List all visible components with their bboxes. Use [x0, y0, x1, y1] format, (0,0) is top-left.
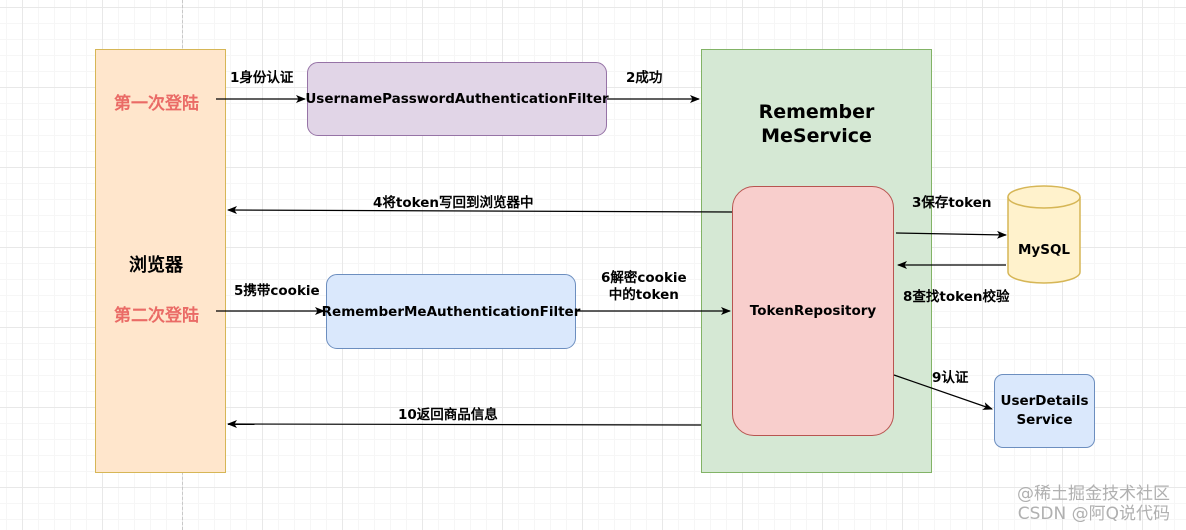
first-login-label: 第一次登陆: [114, 94, 199, 114]
remember-me-service-title: Remember MeService: [701, 100, 932, 148]
mysql-label: MySQL: [1018, 242, 1071, 258]
browser-label: 浏览器: [129, 255, 183, 276]
step-3-label: 3保存token: [912, 195, 992, 211]
arrow-4-write-token: [227, 206, 733, 215]
step-2-label: 2成功: [626, 70, 663, 86]
token-repository-label: TokenRepository: [749, 303, 877, 319]
step-6-line2: 中的token: [608, 287, 679, 303]
uds-line2: Service: [1016, 412, 1073, 428]
watermark: @稀土掘金技术社区 CSDN @阿Q说代码: [1017, 484, 1170, 524]
username-password-filter: UsernamePasswordAuthenticationFilter: [305, 62, 609, 136]
arrow-3-save-token: [895, 230, 1007, 239]
step-9-label: 9认证: [932, 370, 969, 386]
step-1-label: 1身份认证: [230, 70, 294, 86]
remember-me-filter-label: RememberMeAuthenticationFilter: [321, 303, 581, 320]
uds-line1: UserDetails: [1000, 393, 1089, 409]
step-4-label: 4将token写回到浏览器中: [373, 195, 534, 211]
service-title-line1: Remember: [758, 101, 875, 123]
user-details-service-box: UserDetails Service: [994, 374, 1095, 448]
step-6-label: 6解密cookie 中的token: [601, 270, 687, 304]
second-login-label: 第二次登陆: [114, 306, 199, 326]
step-5-label: 5携带cookie: [234, 283, 320, 299]
username-password-filter-label: UsernamePasswordAuthenticationFilter: [305, 91, 609, 107]
service-title-line2: MeService: [761, 125, 872, 147]
watermark-line2: CSDN @阿Q说代码: [1017, 504, 1170, 524]
mysql-cylinder: [1007, 185, 1081, 284]
remember-me-filter: RememberMeAuthenticationFilter: [322, 274, 580, 349]
step-8-label: 8查找token校验: [903, 289, 1010, 305]
step-10-label: 10返回商品信息: [398, 407, 498, 423]
watermark-line1: @稀土掘金技术社区: [1017, 484, 1170, 504]
browser-box: [95, 49, 226, 473]
arrow-9-authenticate: [893, 374, 993, 410]
arrow-10-return: [227, 420, 702, 429]
step-6-line1: 6解密cookie: [601, 270, 687, 286]
token-repository-box: TokenRepository: [732, 186, 894, 436]
